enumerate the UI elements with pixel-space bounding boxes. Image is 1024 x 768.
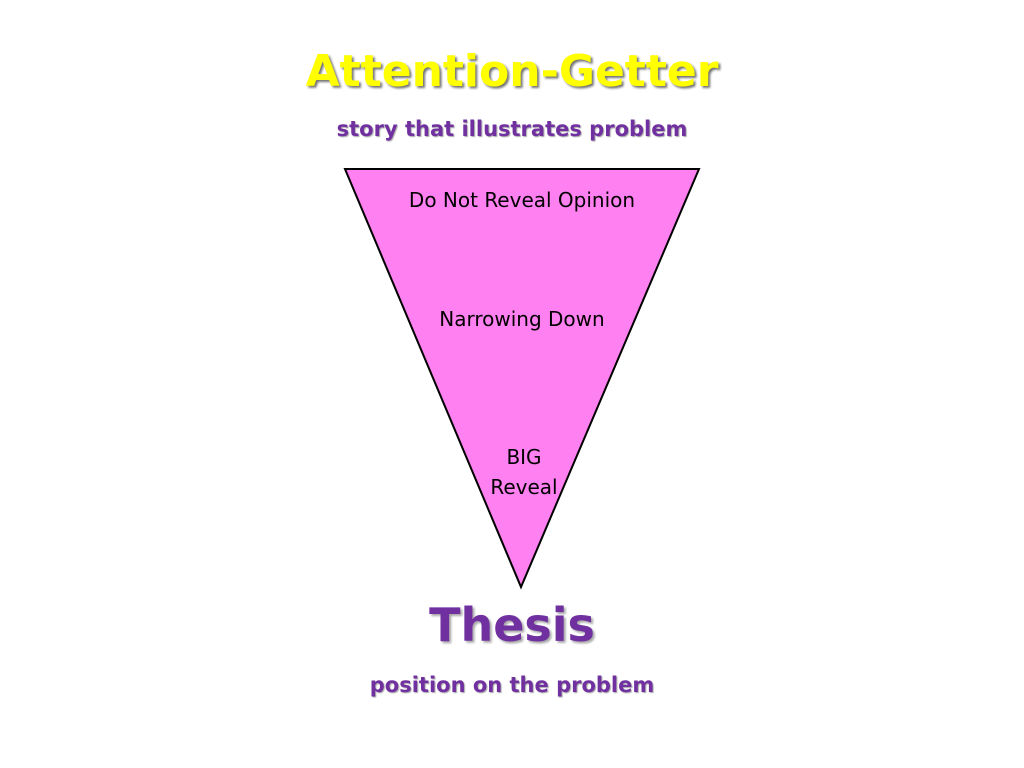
thesis-heading: Thesis [429, 598, 595, 652]
slide-title: Attention-Getter [305, 46, 719, 97]
slide-subtitle: story that illustrates problem [336, 117, 688, 141]
funnel-label-bottom-line2: Reveal [490, 475, 558, 499]
funnel-label-bottom: BIG Reveal [474, 442, 574, 502]
funnel-label-middle: Narrowing Down [439, 307, 605, 331]
funnel-label-bottom-line1: BIG [506, 445, 542, 469]
thesis-subtitle: position on the problem [369, 673, 655, 697]
funnel-triangle [343, 168, 701, 590]
funnel-label-top: Do Not Reveal Opinion [408, 188, 636, 212]
